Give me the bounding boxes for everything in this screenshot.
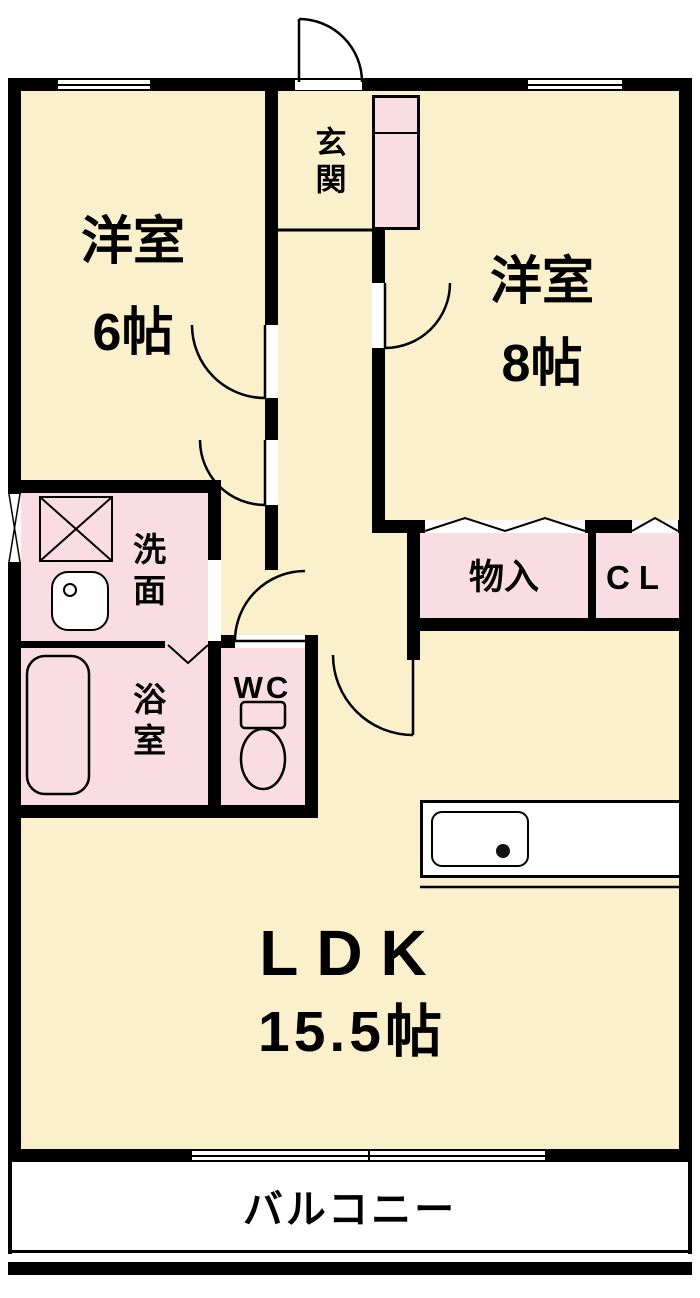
door-arc: [233, 569, 306, 642]
ldk-label: LDK: [259, 917, 445, 989]
wall-room6-right-c: [265, 505, 278, 570]
wall-washroom-right: [208, 486, 221, 560]
shoe-cabinet-divider: [375, 132, 417, 134]
wall-outer-left: [8, 78, 21, 1162]
balcony-edge-thick: [8, 1262, 692, 1275]
room8-name: 洋室: [489, 253, 594, 311]
wall-storage-cl-divider: [588, 533, 596, 618]
wall-storage-left: [407, 533, 420, 618]
balcony-rail-right: [688, 1162, 692, 1254]
wall-room6-right-a: [265, 91, 278, 325]
room6-size: 6帖: [92, 304, 174, 362]
fixtures: [8, 228, 679, 889]
opening-corridor-door: [265, 440, 278, 505]
opening-room8-door: [372, 283, 385, 348]
toilet-icon: [239, 700, 287, 791]
balcony-label: バルコニー: [242, 1188, 458, 1232]
storage-door-gap: [425, 520, 585, 533]
storage-folding-door: [424, 516, 586, 533]
cl-folding-door: [631, 516, 679, 532]
entrance-door-swing: [297, 17, 364, 83]
wc-door-swing: [233, 569, 306, 643]
wall-storage-bottom: [407, 618, 692, 631]
wall-room8-left-a: [372, 230, 385, 283]
wash-basin-icon: [51, 571, 109, 631]
wall-sanitary-bottom: [8, 805, 318, 818]
balcony-edge-thin: [8, 1250, 692, 1253]
door-arc: [331, 654, 414, 737]
bathroom-label: 浴室: [128, 682, 166, 764]
window-mullion: [368, 1151, 370, 1160]
wall-room6-bottom: [8, 480, 221, 493]
shoe-cabinet: [372, 95, 420, 230]
balcony-rail-left: [8, 1162, 12, 1254]
wall-wash-bath-divider: [21, 641, 165, 648]
opening-room6-door: [265, 325, 278, 398]
storage-floor: [420, 533, 588, 618]
stove-icon: [431, 811, 529, 867]
wc-floor: [221, 635, 305, 805]
window-glass-line: [528, 83, 622, 86]
room8-door-swing: [383, 282, 452, 350]
door-arc: [198, 439, 266, 507]
entrance-label: 玄関: [310, 126, 346, 200]
opening-entrance-door: [295, 80, 362, 90]
opening-washroom: [208, 560, 221, 641]
storage-label: 物入: [468, 558, 539, 597]
window-balcony: [192, 1151, 545, 1160]
wc-label: WC: [233, 670, 292, 705]
wall-hall-ldk-stub: [407, 618, 420, 660]
ldk-door-swing: [331, 654, 415, 737]
door-arc: [298, 17, 364, 83]
wall-wc-right: [305, 635, 318, 818]
wall-room8-left-b: [372, 348, 385, 520]
closet-doors: [424, 516, 679, 533]
wall-wc-top-a: [221, 635, 235, 648]
room6-name: 洋室: [80, 213, 185, 271]
bathroom-floor: [21, 641, 208, 805]
cl-door-gap: [632, 520, 678, 533]
closet-label: CL: [606, 559, 668, 596]
bath-folding-door: [167, 644, 209, 665]
door-arc: [384, 282, 452, 350]
wall-bath-right: [208, 641, 221, 818]
washroom-floor: [21, 486, 208, 648]
room8-size: 8帖: [501, 335, 583, 393]
window-top-right: [528, 80, 622, 89]
wall-room6-right-b: [265, 398, 278, 440]
window-glass-line: [58, 83, 150, 86]
door-arc: [190, 324, 266, 400]
window-top-left: [58, 80, 150, 89]
pipe-space-hatch: [8, 492, 21, 564]
bathtub-icon: [25, 654, 91, 796]
ldk-size: 15.5帖: [258, 1000, 446, 1064]
washing-machine-pan-icon: [39, 496, 113, 562]
corridor-door-swing: [198, 439, 267, 507]
room6-door-swing: [190, 324, 267, 400]
closet-floor: [596, 533, 679, 618]
washroom-label: 洗面: [128, 532, 166, 614]
